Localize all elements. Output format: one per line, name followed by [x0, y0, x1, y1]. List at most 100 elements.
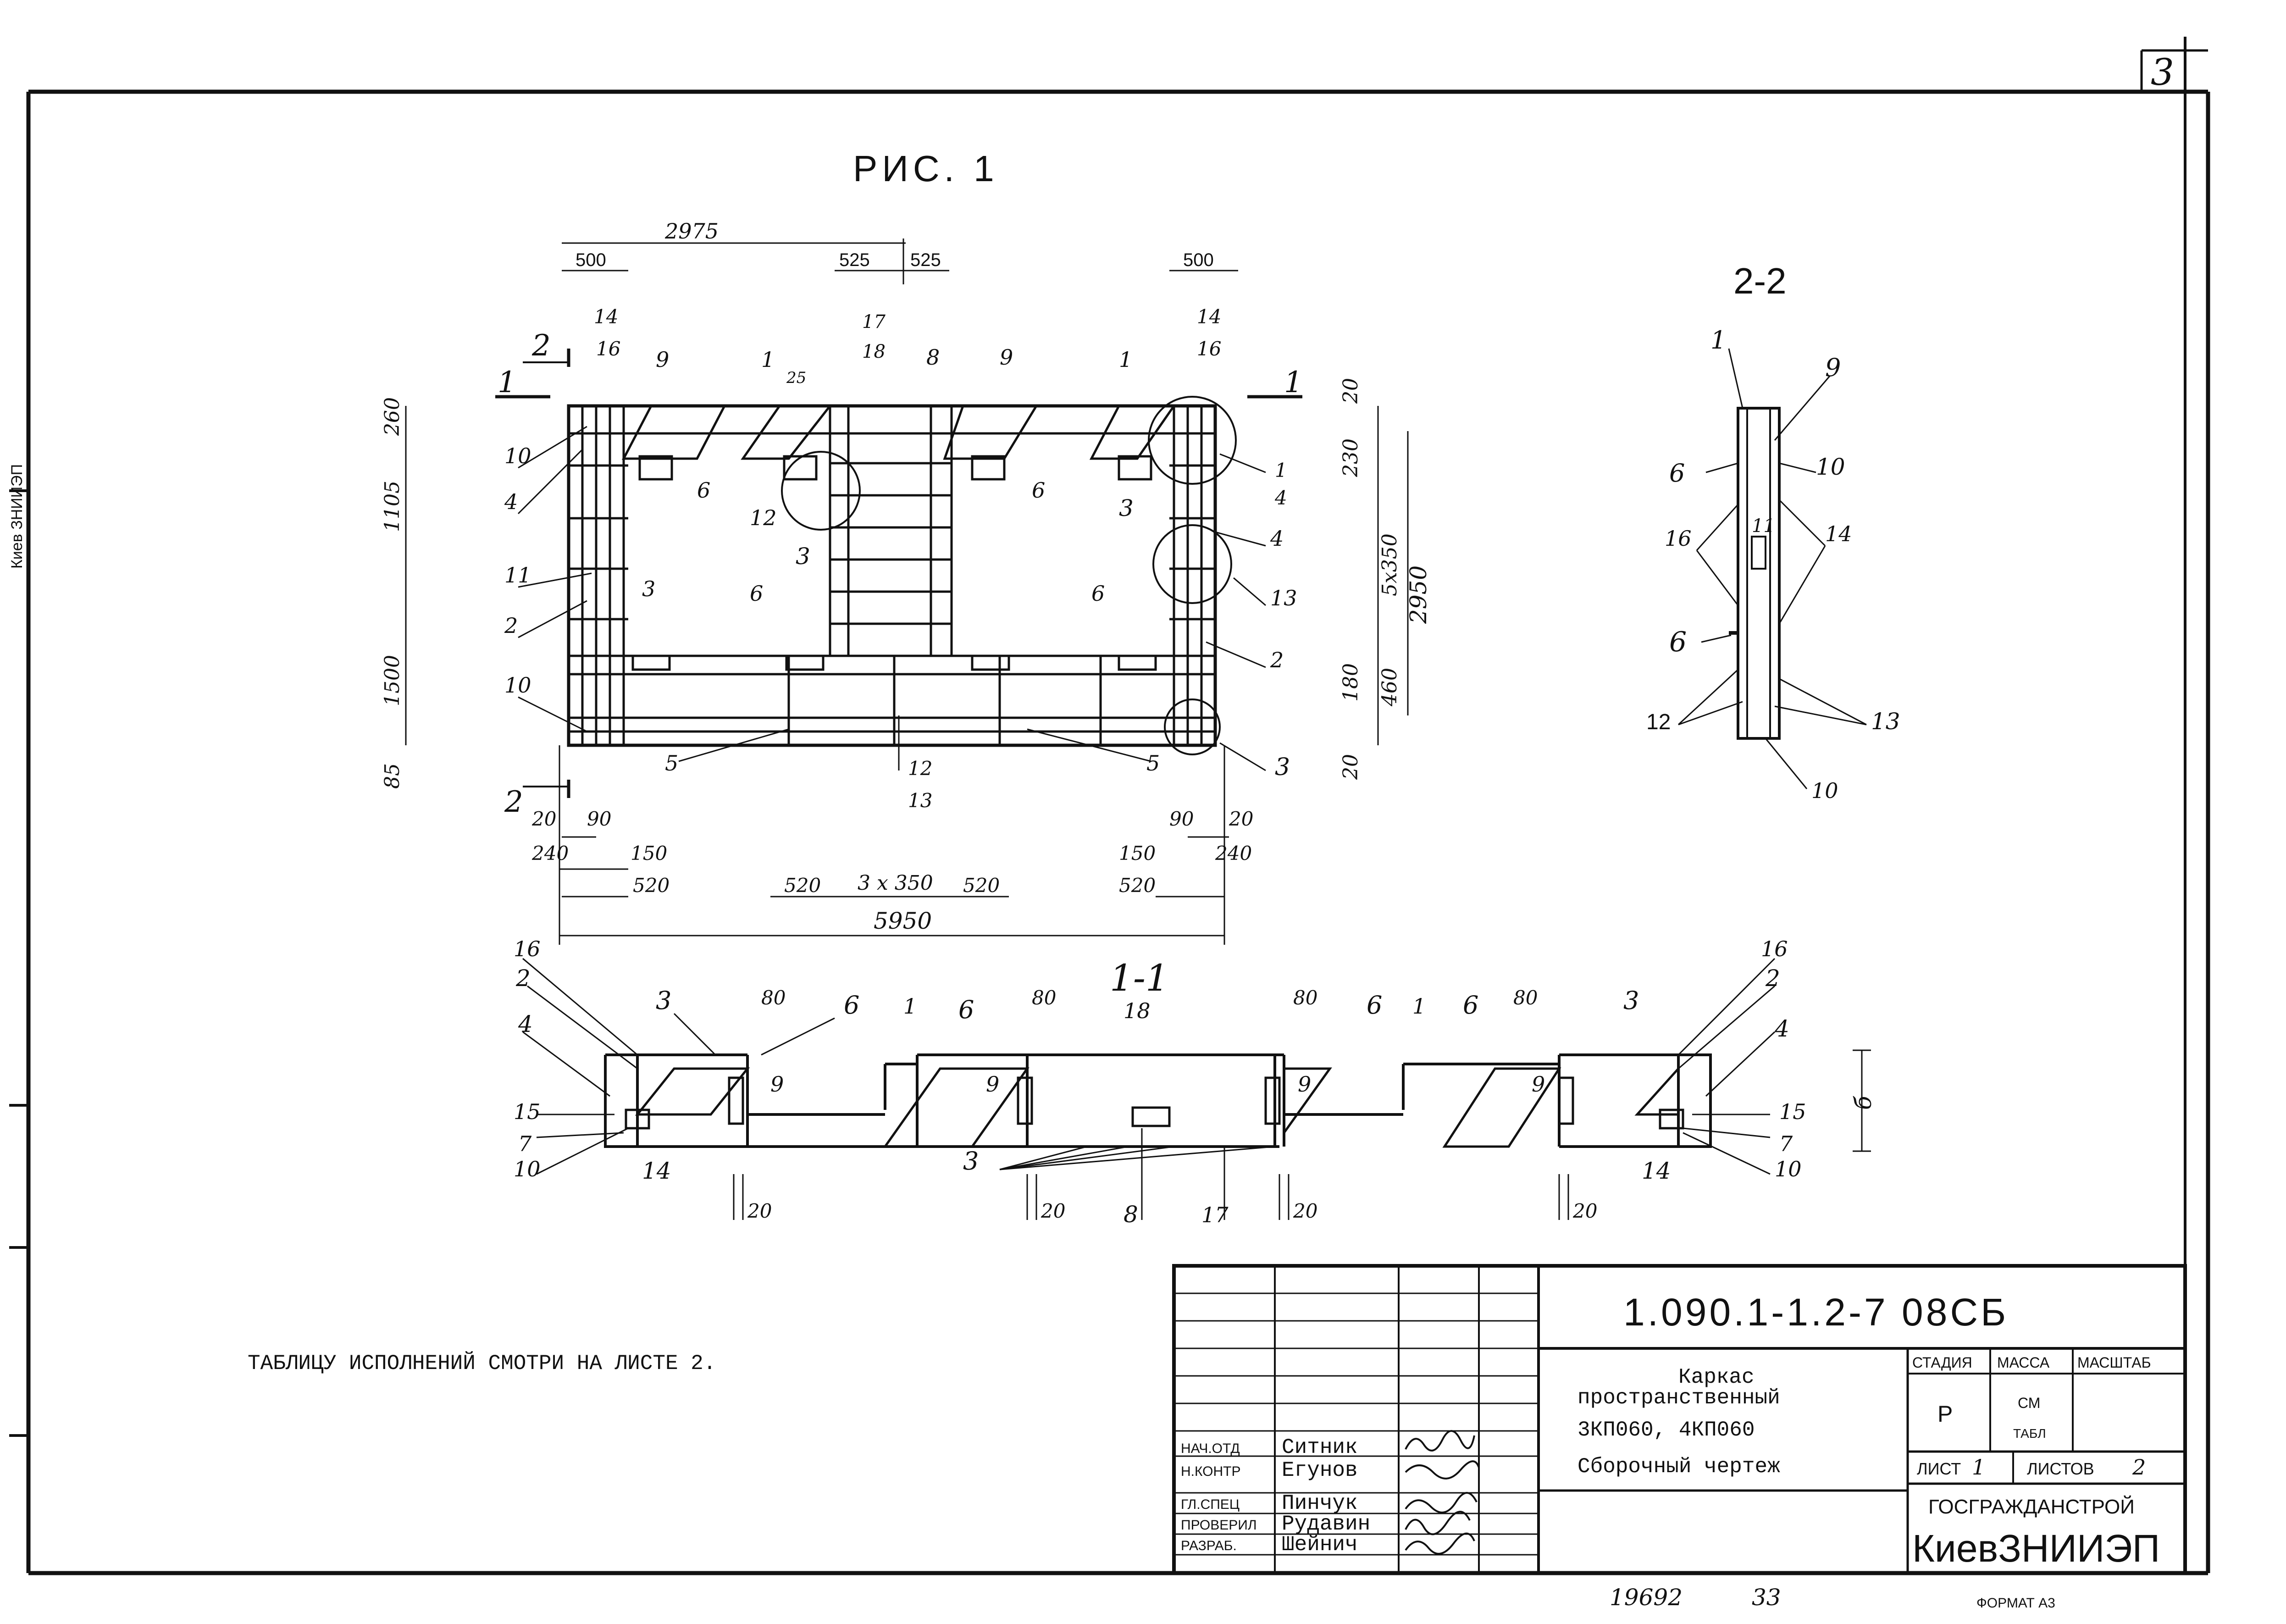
dim-20-bl: 20	[531, 808, 556, 830]
dim-180: 180	[1339, 663, 1362, 702]
mark: 8	[1124, 1201, 1138, 1228]
mark: 3	[1275, 754, 1290, 781]
mark: 6	[844, 991, 859, 1020]
mark: 6	[1669, 626, 1687, 658]
dim-20-top: 20	[1339, 378, 1362, 404]
sheet-label: ЛИСТ	[1917, 1459, 1961, 1478]
mark: 6	[1367, 991, 1382, 1020]
doc-name-line3: 3КП060, 4КП060	[1578, 1418, 1755, 1442]
mark: 25	[786, 369, 806, 387]
org-line1: ГОСГРАЖДАНСТРОЙ	[1928, 1495, 2135, 1518]
left-margin-stamp: Киев ЗНИИЭП	[8, 464, 26, 569]
plan-dimension-lines	[405, 238, 1409, 945]
mark: 3	[1119, 495, 1134, 521]
dim-500-left: 500	[576, 250, 606, 270]
mark: 9	[1298, 1072, 1311, 1097]
mass-value-2: ТАБЛ	[2013, 1426, 2046, 1441]
mark: 3	[1623, 986, 1639, 1015]
mark: 1	[1412, 994, 1426, 1019]
mark: 1	[1275, 459, 1287, 482]
dim-520-bl: 520	[633, 874, 670, 897]
dim-20-bottom: 20	[1339, 754, 1362, 780]
mark: 2	[1765, 965, 1780, 992]
signer-name: Егунов	[1282, 1458, 1358, 1482]
sheets-label: ЛИСТОВ	[2027, 1459, 2094, 1478]
mark: 10	[1775, 1157, 1802, 1181]
section-1-1-braces	[635, 1065, 1680, 1148]
role-label: ПРОВЕРИЛ	[1181, 1518, 1257, 1533]
mass-header: МАССА	[1997, 1354, 2050, 1371]
mark: 80	[1032, 987, 1056, 1009]
section-1-1-plates	[625, 1076, 1684, 1130]
mark: 15	[514, 1099, 541, 1124]
mark: 16	[514, 937, 541, 961]
signer-name: Ситник	[1282, 1436, 1358, 1459]
dim-90-bl: 90	[587, 808, 611, 830]
mark: 14	[1642, 1158, 1671, 1184]
mark: 20	[1293, 1200, 1317, 1222]
mark: 14	[1825, 521, 1852, 546]
mark: 3	[642, 576, 655, 601]
cut-mark-1-left: 1	[498, 366, 516, 399]
dim-525-a: 525	[839, 250, 870, 270]
title-block	[1172, 1264, 2187, 1575]
archive-page: 33	[1752, 1584, 1781, 1611]
mark: 12	[750, 505, 777, 530]
dim-520-br: 520	[1119, 874, 1156, 897]
mark: 2	[504, 613, 518, 638]
mark: 14	[594, 305, 618, 328]
mark: 5	[1146, 751, 1160, 776]
mark: 4	[1270, 526, 1284, 551]
signature-table: НАЧ.ОТД Ситник Н.КОНТР Егунов ГЛ.СПЕЦ Пи…	[1181, 1436, 1370, 1557]
mark: 20	[1041, 1200, 1065, 1222]
plan-embedded-plates	[631, 455, 1157, 671]
mark: 5	[665, 751, 678, 776]
mark: 16	[1761, 937, 1788, 961]
mark: 4	[1774, 1015, 1789, 1042]
mark: 6	[1463, 991, 1478, 1020]
mark: 3	[656, 986, 671, 1015]
mark: 6	[1032, 478, 1045, 503]
mark: 2	[1270, 648, 1284, 672]
mark: 14	[642, 1158, 671, 1184]
plan-section-cuts	[495, 349, 1302, 798]
doc-name-line4: Сборочный чертеж	[1578, 1455, 1780, 1479]
doc-name-line2: пространственный	[1578, 1386, 1780, 1410]
mark: 6	[1669, 459, 1685, 488]
signer-name: Пинчук	[1282, 1491, 1358, 1515]
mark: 7	[1779, 1131, 1793, 1156]
mark: 1	[1119, 347, 1132, 372]
figure-title: РИС. 1	[853, 148, 999, 189]
mark: 11	[1752, 515, 1775, 537]
scale-header: МАСШТАБ	[2077, 1354, 2151, 1371]
mark: 1	[903, 994, 917, 1019]
role-label: РАЗРАБ.	[1181, 1538, 1237, 1553]
section-1-1-height: б	[1850, 1096, 1876, 1110]
mark: 80	[1513, 987, 1538, 1009]
section-1-1-title: 1-1	[1110, 957, 1169, 999]
dim-500-right: 500	[1183, 250, 1214, 270]
mark: 13	[1270, 586, 1297, 610]
sheet-frame	[9, 37, 2210, 1575]
sheet-value: 1	[1972, 1455, 1985, 1480]
mark: 6	[958, 995, 974, 1024]
mark: 13	[1871, 708, 1900, 735]
role-label: Н.КОНТР	[1181, 1464, 1240, 1479]
dim-525-b: 525	[910, 250, 941, 270]
plan-view: 1 1 2 2 2975 500 525 525 500	[381, 219, 1432, 945]
mark: 11	[504, 563, 531, 588]
mark: 1	[761, 347, 775, 372]
mark: 4	[504, 489, 518, 514]
plan-leader-lines	[517, 426, 1266, 771]
dim-20-br: 20	[1229, 808, 1253, 830]
mark: 12	[908, 757, 932, 780]
dim-520-cl: 520	[784, 874, 821, 897]
mark: 3	[796, 543, 810, 570]
mark: 15	[1779, 1099, 1806, 1124]
mark: 6	[1091, 581, 1105, 606]
mark: 16	[1665, 526, 1692, 551]
mark: 20	[747, 1200, 772, 1222]
stage-value: Р	[1937, 1401, 1953, 1427]
cut-mark-1-right: 1	[1284, 366, 1303, 399]
